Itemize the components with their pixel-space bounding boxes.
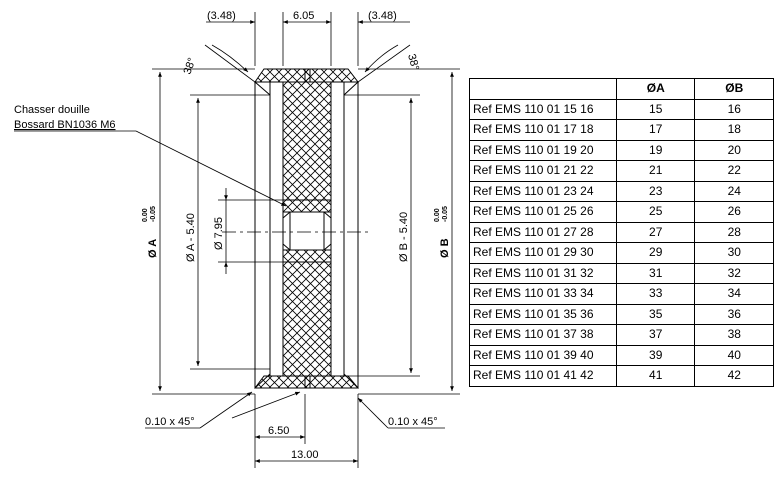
dim-dia-a-tol-lower: -0.05 [150, 206, 157, 222]
table-cell-ref: Ref EMS 110 01 21 22 [469, 160, 617, 182]
table-cell-ref: Ref EMS 110 01 31 32 [469, 262, 617, 284]
table-cell-ref: Ref EMS 110 01 39 40 [469, 344, 617, 366]
dim-dia-b-tol-upper: 0.00 [434, 208, 441, 222]
table-cell-ref: Ref EMS 110 01 25 26 [469, 201, 617, 223]
table-cell-dia-b: 40 [694, 344, 774, 366]
dim-total-width: 13.00 [291, 449, 319, 461]
table-cell-ref: Ref EMS 110 01 37 38 [469, 324, 617, 346]
dim-half-width: 6.50 [268, 425, 289, 437]
table-header-ref [469, 78, 617, 100]
table-cell-dia-b: 16 [694, 98, 774, 120]
dim-top-center: 6.05 [293, 10, 314, 22]
table-cell-dia-a: 17 [615, 119, 696, 141]
table-cell-dia-a: 23 [615, 180, 696, 202]
table-cell-dia-b: 30 [694, 242, 774, 264]
table-cell-ref: Ref EMS 110 01 27 28 [469, 221, 617, 243]
dim-dia-a-minus: Ø A - 5.40 [185, 213, 197, 262]
left-flange-bottom [254, 375, 311, 389]
table-cell-dia-b: 24 [694, 180, 774, 202]
angle-right: 38° [405, 53, 421, 72]
left-flange-top [254, 68, 311, 83]
label-line2: Bossard BN1036 M6 [14, 119, 116, 131]
table-cell-dia-a: 37 [615, 324, 696, 346]
label-line1: Chasser douille [14, 104, 90, 116]
dims-left [152, 68, 283, 395]
table-cell-dia-a: 31 [615, 262, 696, 284]
table-cell-dia-a: 33 [615, 283, 696, 305]
table-cell-dia-a: 21 [615, 160, 696, 182]
dim-top-left: (3.48) [207, 10, 236, 22]
table-cell-ref: Ref EMS 110 01 15 16 [469, 98, 617, 120]
table-cell-dia-b: 22 [694, 160, 774, 182]
table-header-dia-b: ØB [694, 78, 774, 100]
table-cell-dia-b: 32 [694, 262, 774, 284]
table-header-dia-a: ØA [615, 78, 696, 100]
table-cell-ref: Ref EMS 110 01 17 18 [469, 119, 617, 141]
table-cell-ref: Ref EMS 110 01 33 34 [469, 283, 617, 305]
table-cell-dia-a: 15 [615, 98, 696, 120]
dim-top-right: (3.48) [368, 10, 397, 22]
hub-section-lower [282, 261, 332, 377]
table-cell-ref: Ref EMS 110 01 23 24 [469, 180, 617, 202]
right-flange-bottom [304, 375, 360, 389]
dim-dia-a: Ø A [147, 239, 159, 258]
part-section [254, 68, 360, 389]
table-cell-ref: Ref EMS 110 01 19 20 [469, 139, 617, 161]
table-cell-dia-b: 36 [694, 303, 774, 325]
table-cell-dia-a: 27 [615, 221, 696, 243]
table-cell-dia-b: 38 [694, 324, 774, 346]
table-cell-dia-a: 19 [615, 139, 696, 161]
table-cell-dia-b: 28 [694, 221, 774, 243]
table-cell-dia-b: 34 [694, 283, 774, 305]
chamfer-left: 0.10 x 45° [145, 416, 195, 428]
table-cell-dia-a: 39 [615, 344, 696, 366]
dim-dia-b: Ø B [439, 238, 451, 258]
table-cell-dia-a: 25 [615, 201, 696, 223]
hub-section-upper [282, 81, 332, 201]
table-header-row: ØA ØB [469, 78, 774, 100]
table-cell-ref: Ref EMS 110 01 35 36 [469, 303, 617, 325]
table-cell-ref: Ref EMS 110 01 29 30 [469, 242, 617, 264]
table-cell-dia-b: 20 [694, 139, 774, 161]
dim-dia-a-tol-upper: 0.00 [142, 208, 149, 222]
angle-left: 38° [182, 56, 199, 76]
dim-dia-b-minus: Ø B - 5.40 [398, 212, 410, 262]
right-flange-top [304, 68, 360, 83]
dim-dia-b-tol-lower: -0.05 [442, 206, 449, 222]
table-cell-ref: Ref EMS 110 01 41 42 [469, 365, 617, 387]
table-cell-dia-a: 35 [615, 303, 696, 325]
chamfer-right: 0.10 x 45° [388, 416, 438, 428]
table-cell-dia-a: 41 [615, 365, 696, 387]
dims-right [344, 68, 460, 395]
table-cell-dia-b: 42 [694, 365, 774, 387]
table-cell-dia-b: 26 [694, 201, 774, 223]
table-cell-dia-b: 18 [694, 119, 774, 141]
dims-bottom [145, 391, 445, 468]
table-cell-dia-a: 29 [615, 242, 696, 264]
dim-bore: Ø 7.95 [213, 217, 225, 250]
